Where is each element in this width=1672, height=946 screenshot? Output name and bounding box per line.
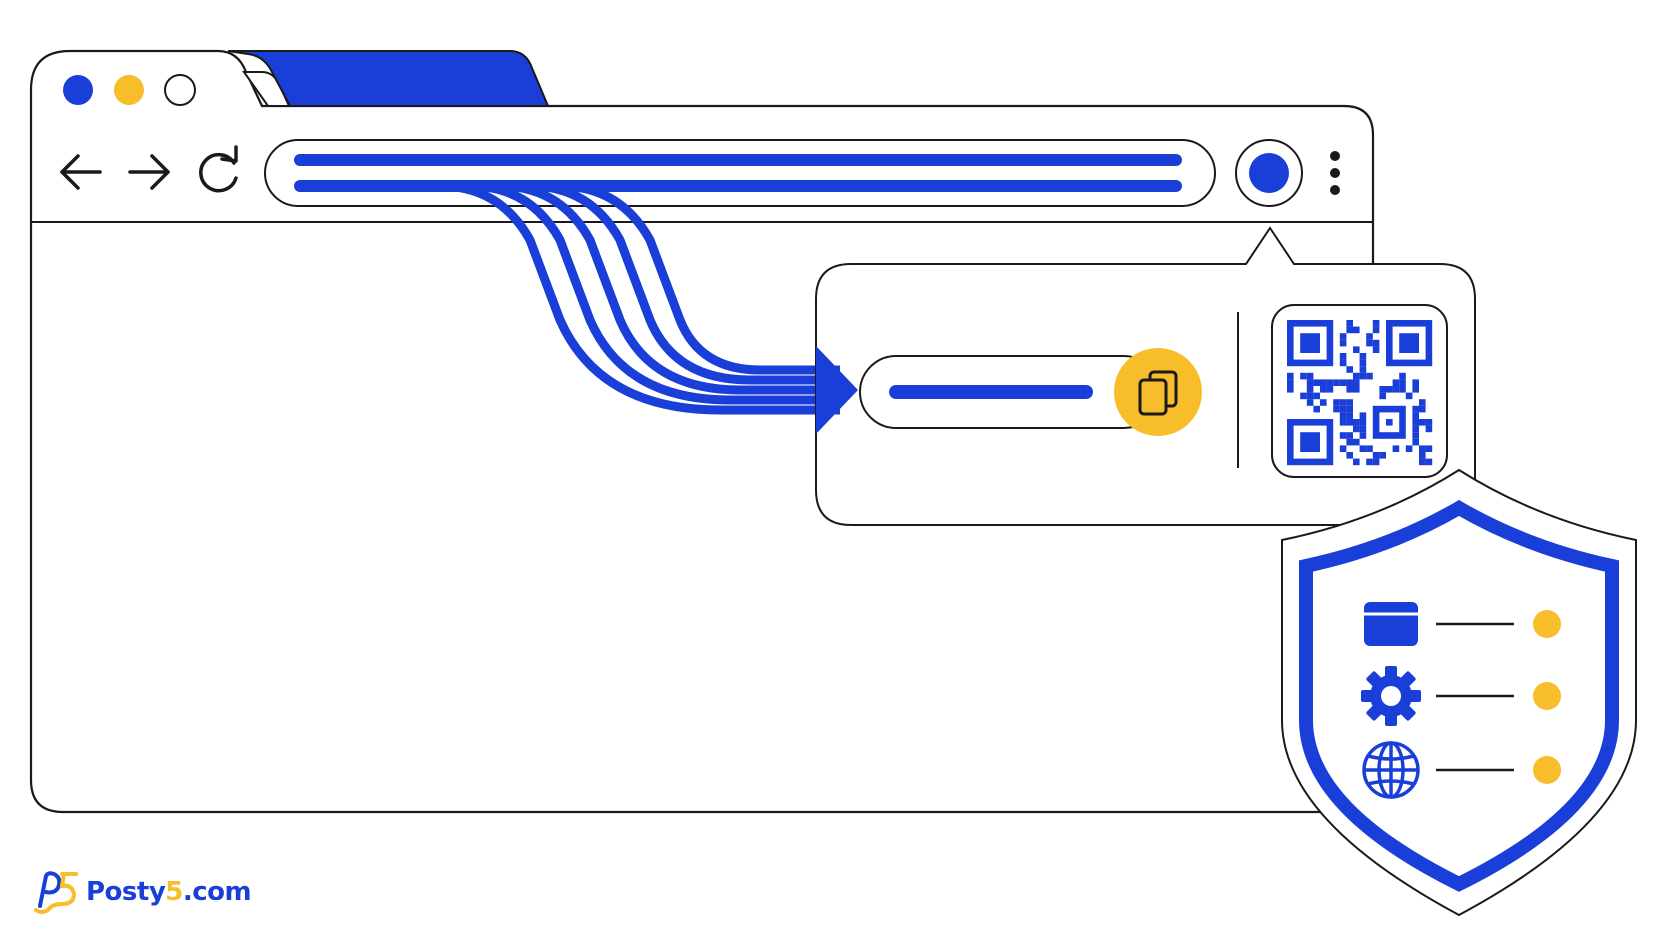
window-icon bbox=[1364, 602, 1418, 646]
window-dot-yellow[interactable] bbox=[114, 75, 144, 105]
window-left-bottom bbox=[29, 90, 1224, 814]
posty5-mark-icon bbox=[34, 871, 78, 914]
active-tab[interactable] bbox=[227, 50, 550, 107]
logo-name: Posty bbox=[86, 877, 166, 907]
profile-button[interactable] bbox=[1235, 139, 1303, 207]
status-dot bbox=[1533, 682, 1561, 710]
globe-icon bbox=[1362, 741, 1420, 799]
back-arrow-icon[interactable] bbox=[60, 154, 102, 190]
copy-button[interactable] bbox=[1114, 348, 1202, 436]
shield-item-settings bbox=[1361, 666, 1561, 726]
qr-code-icon bbox=[1287, 320, 1433, 466]
address-bar[interactable] bbox=[264, 139, 1216, 207]
flow-lines bbox=[435, 181, 825, 415]
browser-window bbox=[29, 49, 1375, 814]
status-dot bbox=[1533, 610, 1561, 638]
window-dot-empty[interactable] bbox=[164, 74, 196, 106]
copy-icon bbox=[1138, 370, 1178, 416]
logo-tld: .com bbox=[182, 877, 252, 907]
security-shield bbox=[1281, 468, 1637, 917]
kebab-menu-icon[interactable] bbox=[1330, 151, 1340, 195]
forward-arrow-icon[interactable] bbox=[128, 154, 170, 190]
window-dot-blue[interactable] bbox=[63, 75, 93, 105]
gear-icon bbox=[1361, 666, 1421, 726]
reload-icon[interactable] bbox=[199, 145, 238, 193]
shield-item-window bbox=[1364, 602, 1561, 646]
window-controls bbox=[63, 74, 196, 106]
link-field[interactable] bbox=[859, 355, 1161, 429]
shield-item-web bbox=[1362, 741, 1561, 799]
window-frame bbox=[29, 49, 1375, 814]
profile-dot-icon bbox=[1249, 153, 1289, 193]
qr-code-box[interactable] bbox=[1271, 304, 1448, 478]
logo-number: 5 bbox=[165, 877, 183, 907]
status-dot bbox=[1533, 756, 1561, 784]
share-popup bbox=[815, 226, 1476, 526]
